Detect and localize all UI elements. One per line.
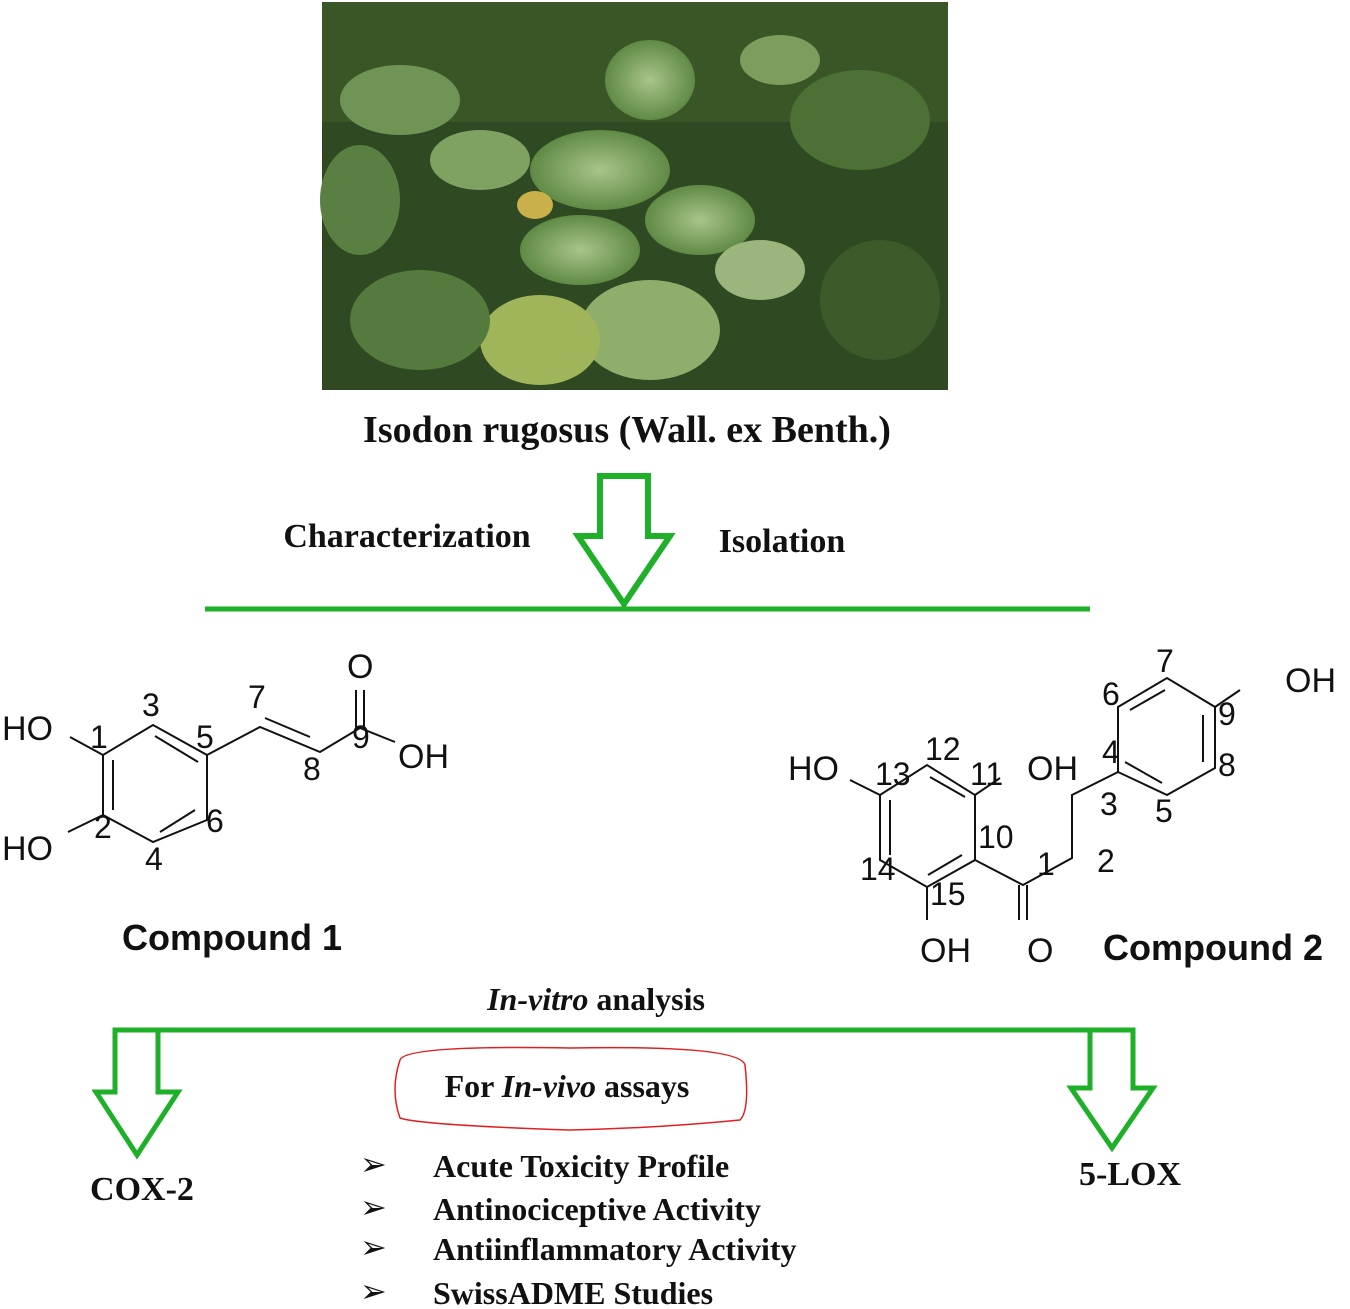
in-vitro-rest: analysis <box>588 981 704 1017</box>
list-item: Antinociceptive Activity <box>433 1191 761 1227</box>
characterization-label: Characterization <box>283 518 530 555</box>
lox5-label: 5-LOX <box>1079 1156 1181 1193</box>
atom-number: 14 <box>860 851 896 887</box>
bullet-icon: ➢ <box>360 1229 387 1265</box>
atom-number: 7 <box>1156 643 1174 679</box>
atom-number: 15 <box>930 876 966 912</box>
left-down-arrow-icon <box>91 1027 183 1160</box>
atom-number: 13 <box>875 756 911 792</box>
atom-number: 4 <box>1102 734 1120 770</box>
down-arrow-icon <box>572 473 676 610</box>
atom-label: OH <box>398 738 449 776</box>
atom-number: 8 <box>303 751 321 787</box>
in-vitro-italic: In-vitro <box>486 981 588 1017</box>
in-vivo-suffix: assays <box>596 1068 689 1104</box>
atom-number: 11 <box>970 756 1003 792</box>
atom-number: 12 <box>925 731 961 767</box>
atom-number: 1 <box>90 719 108 755</box>
atom-number: 3 <box>142 687 160 723</box>
in-vivo-title: For In-vivo assays <box>445 1068 690 1104</box>
atom-number: 1 <box>1037 846 1055 882</box>
atom-number: 8 <box>1218 747 1236 783</box>
atom-label: HO <box>2 830 53 868</box>
in-vivo-oval <box>394 1046 748 1131</box>
atom-number: 9 <box>1218 696 1236 732</box>
list-item: SwissADME Studies <box>433 1275 713 1309</box>
compound-1-title: Compound 1 <box>122 917 342 958</box>
plant-photo <box>320 2 948 390</box>
atom-label: OH <box>1285 662 1336 700</box>
atom-number: 5 <box>196 719 214 755</box>
atom-label: OH <box>1027 750 1078 788</box>
atom-number: 10 <box>978 819 1014 855</box>
atom-number: 2 <box>94 809 112 845</box>
compound-2-title: Compound 2 <box>1103 927 1323 968</box>
right-down-arrow-icon <box>1066 1027 1158 1153</box>
atom-label: HO <box>788 750 839 788</box>
atom-label: OH <box>920 932 971 970</box>
isolation-label: Isolation <box>719 523 846 560</box>
in-vivo-italic: In-vivo <box>501 1068 596 1104</box>
atom-number: 6 <box>206 803 224 839</box>
bullet-icon: ➢ <box>360 1146 387 1182</box>
bullet-icon: ➢ <box>360 1189 387 1225</box>
atom-number: 4 <box>145 841 163 877</box>
list-item: Antiinflammatory Activity <box>433 1231 797 1267</box>
atom-number: 9 <box>352 719 370 755</box>
atom-label: O <box>347 648 373 686</box>
atom-number: 3 <box>1100 786 1118 822</box>
atom-label: O <box>1027 932 1053 970</box>
assay-list: ➢ Acute Toxicity Profile ➢ Antinocicepti… <box>360 1146 797 1309</box>
in-vivo-prefix: For <box>445 1068 502 1104</box>
plant-name: Isodon rugosus (Wall. ex Benth.) <box>363 409 891 451</box>
cox2-label: COX-2 <box>90 1171 194 1208</box>
atom-number: 7 <box>248 679 266 715</box>
atom-number: 6 <box>1102 676 1120 712</box>
bullet-icon: ➢ <box>360 1273 387 1309</box>
atom-label: HO <box>2 710 53 748</box>
list-item: Acute Toxicity Profile <box>433 1148 729 1184</box>
in-vitro-label: In-vitro analysis <box>486 981 705 1017</box>
atom-number: 2 <box>1097 843 1115 879</box>
compound-2-structure: HO OH OH O OH 1 2 3 4 5 6 7 8 9 10 11 12… <box>788 643 1336 970</box>
compound-1-structure: HO HO 1 2 3 4 5 6 7 8 9 O OH <box>2 648 449 877</box>
atom-number: 5 <box>1155 793 1173 829</box>
